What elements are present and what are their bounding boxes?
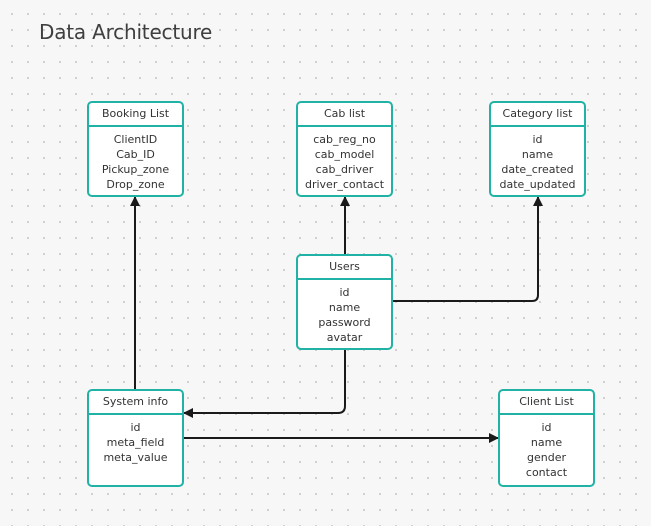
field-item: name — [328, 301, 361, 314]
field-item: ClientID — [113, 133, 158, 146]
field-item: meta_value — [103, 451, 168, 464]
entity-booking-list[interactable]: Booking List ClientID Cab_ID Pickup_zone… — [87, 101, 184, 197]
field-item: cab_reg_no — [313, 133, 376, 146]
field-item: Drop_zone — [106, 178, 165, 191]
field-item: driver_contact — [304, 178, 385, 191]
entity-users[interactable]: Users id name password avatar — [296, 254, 393, 350]
field-list: id name password avatar — [298, 280, 391, 345]
field-item: avatar — [326, 331, 363, 344]
entity-header: Booking List — [89, 103, 182, 127]
diagram-title: Data Architecture — [39, 20, 213, 44]
field-item: id — [532, 133, 543, 146]
field-item: name — [530, 436, 563, 449]
connector-users-to-system-info — [183, 350, 346, 418]
field-item: id — [130, 421, 141, 434]
entity-category-list[interactable]: Category list id name date_created date_… — [489, 101, 586, 197]
field-item: id — [541, 421, 552, 434]
field-item: cab_driver — [315, 163, 374, 176]
connector-users-to-category-list — [393, 196, 543, 302]
entity-cab-list[interactable]: Cab list cab_reg_no cab_model cab_driver… — [296, 101, 393, 197]
field-item: cab_model — [314, 148, 375, 161]
entity-system-info[interactable]: System info id meta_field meta_value — [87, 389, 184, 487]
field-list: id meta_field meta_value — [89, 415, 182, 465]
field-item: gender — [527, 451, 566, 464]
field-list: cab_reg_no cab_model cab_driver driver_c… — [298, 127, 391, 192]
entity-header: System info — [89, 391, 182, 415]
field-item: date_created — [501, 163, 574, 176]
entity-header: Category list — [491, 103, 584, 127]
entity-client-list[interactable]: Client List id name gender contact — [498, 389, 595, 487]
field-item: id — [339, 286, 350, 299]
field-list: ClientID Cab_ID Pickup_zone Drop_zone — [89, 127, 182, 192]
field-item: Cab_ID — [116, 148, 155, 161]
entity-header: Cab list — [298, 103, 391, 127]
field-item: meta_field — [106, 436, 165, 449]
field-item: date_updated — [499, 178, 576, 191]
field-item: contact — [525, 466, 568, 479]
field-item: password — [318, 316, 371, 329]
field-item: Pickup_zone — [101, 163, 170, 176]
entity-header: Client List — [500, 391, 593, 415]
field-item: name — [521, 148, 554, 161]
field-list: id name gender contact — [500, 415, 593, 480]
entity-header: Users — [298, 256, 391, 280]
field-list: id name date_created date_updated — [491, 127, 584, 192]
